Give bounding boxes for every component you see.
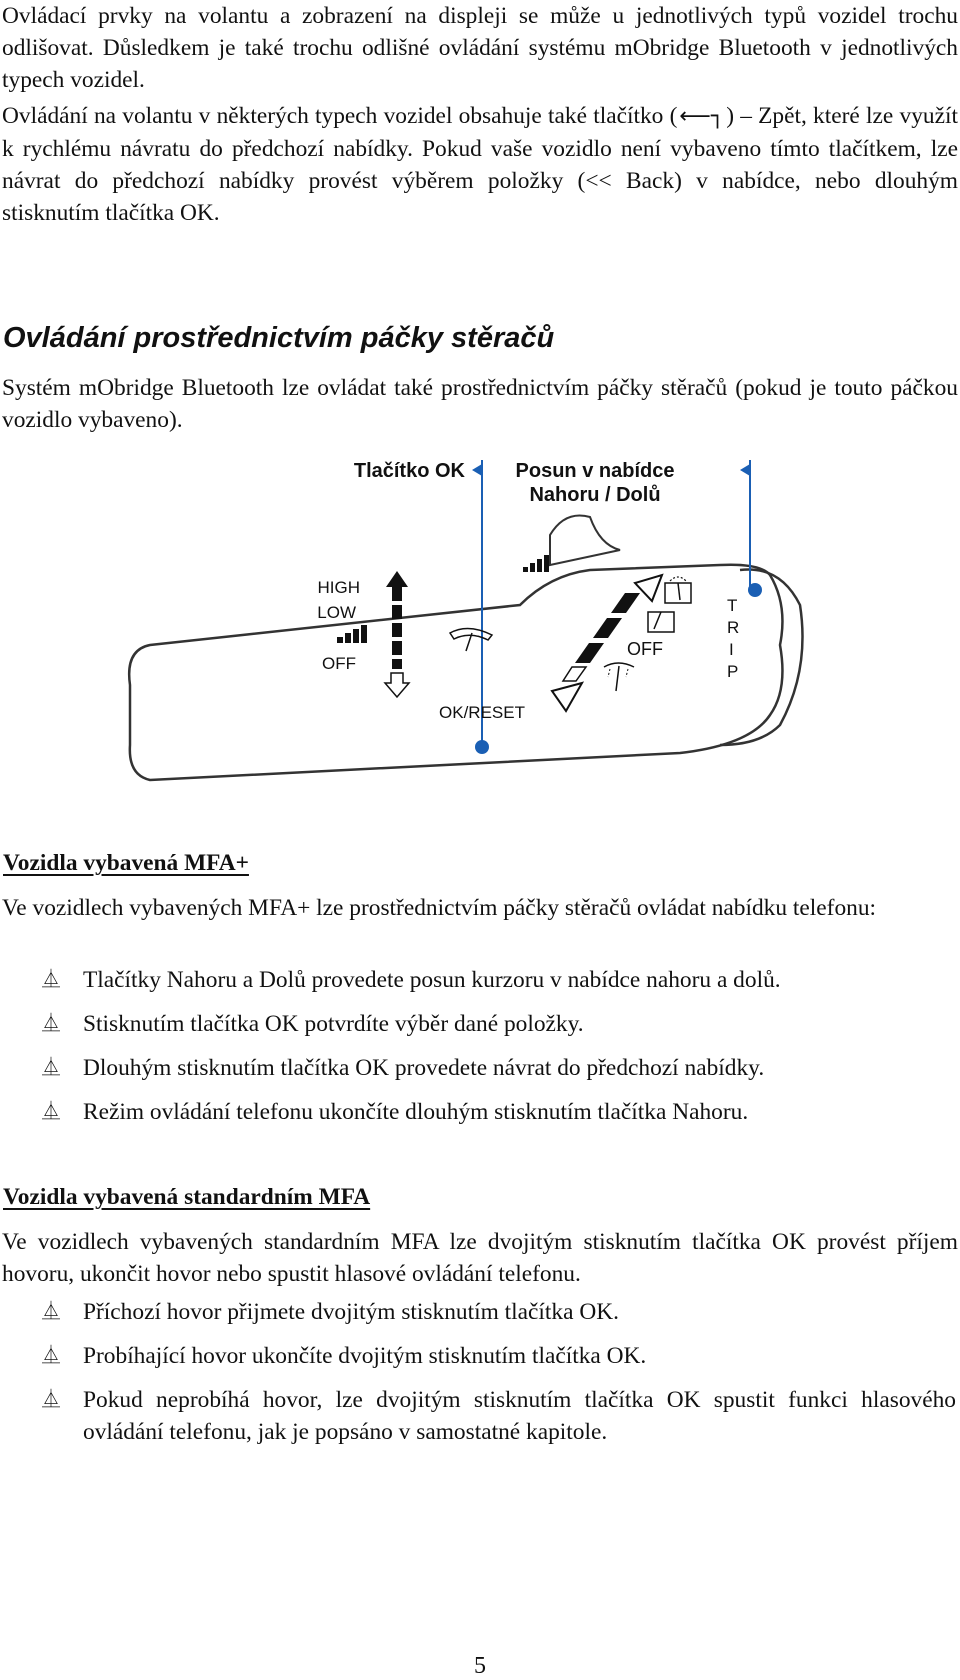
mfa-plus-heading: Vozidla vybavená MFA+ xyxy=(3,848,249,878)
list-item-text: Příchozí hovor přijmete dvojitým stisknu… xyxy=(83,1299,619,1325)
mfa-plus-text: Ve vozidlech vybavených MFA+ lze prostře… xyxy=(2,895,877,921)
intro-paragraph-1: Ovládací prvky na volantu a zobrazení na… xyxy=(2,3,958,93)
intro-paragraph-2: Ovládání na volantu v některých typech v… xyxy=(2,100,958,229)
rear-wiper-icon xyxy=(664,576,692,604)
wiper-section-text: Systém mObridge Bluetooth lze ovládat ta… xyxy=(2,375,958,433)
wiper-section-heading: Ovládání prostřednictvím páčky stěračů xyxy=(3,322,555,354)
label-trip-t: T xyxy=(727,596,737,615)
ok-label-pointer-icon xyxy=(472,464,482,476)
stalk-body xyxy=(127,563,784,782)
bullet-icon: ⏅ xyxy=(42,1101,60,1122)
mfa-std-bullet-list: ⏅ Příchozí hovor přijmete dvojitým stiskn… xyxy=(0,1296,960,1448)
bullet-icon: ⏅ xyxy=(42,1389,60,1410)
bullet-icon: ⏅ xyxy=(42,1301,60,1322)
label-low: LOW xyxy=(317,603,356,622)
vertical-arrow-icon xyxy=(383,571,411,699)
list-item: ⏅ Pokud neprobíhá hovor, lze dvojitým sti… xyxy=(0,1384,960,1448)
list-item-text: Probíhající hovor ukončíte dvojitým stis… xyxy=(83,1343,647,1369)
diagonal-arrow-icon xyxy=(550,573,664,713)
list-item-text: Tlačítky Nahoru a Dolů provedete posun k… xyxy=(83,967,781,993)
label-high: HIGH xyxy=(318,578,361,597)
speed-bars-icon xyxy=(523,555,549,572)
stalk-end xyxy=(719,568,804,747)
washer-icon xyxy=(603,662,635,692)
list-item: ⏅ Probíhající hovor ukončíte dvojitým sti… xyxy=(0,1340,960,1372)
nav-button-marker xyxy=(748,583,762,597)
label-ok: Tlačítko OK xyxy=(354,460,466,482)
rear-wiper-icon-2 xyxy=(647,611,675,633)
intro-paragraph-2-start: Ovládání na volantu v některých typech v… xyxy=(2,103,678,129)
label-trip-i: I xyxy=(729,640,734,659)
wiper-stalk-diagram: Tlačítko OK Posun v nabídce Nahoru / Dol… xyxy=(127,460,804,782)
mfa-std-heading-text: Vozidla vybavená standardním MFA xyxy=(3,1184,371,1210)
list-item-text: Dlouhým stisknutím tlačítka OK provedete… xyxy=(83,1055,765,1081)
back-arrow-icon: ⟵┐ xyxy=(679,104,725,129)
label-nav-line1: Posun v nabídce xyxy=(516,460,675,482)
label-trip-p: P xyxy=(727,662,738,681)
list-item: ⏅ Tlačítky Nahoru a Dolů provedete posun … xyxy=(0,964,960,996)
ok-button-marker xyxy=(475,740,489,754)
bullet-icon: ⏅ xyxy=(42,969,60,990)
bullet-icon: ⏅ xyxy=(42,1345,60,1366)
interval-bars-icon xyxy=(337,625,367,643)
label-nav-line2: Nahoru / Dolů xyxy=(529,484,660,506)
page-number: 5 xyxy=(474,1653,486,1679)
list-item-text: Stisknutím tlačítka OK potvrdíte výběr d… xyxy=(83,1011,584,1037)
mfa-std-heading: Vozidla vybavená standardním MFA xyxy=(3,1182,370,1212)
wiper-icon xyxy=(448,627,494,641)
label-off-right: OFF xyxy=(627,639,663,659)
list-item-text: Pokud neprobíhá hovor, lze dvojitým stis… xyxy=(83,1387,956,1445)
label-off-left: OFF xyxy=(322,654,356,673)
bullet-icon: ⏅ xyxy=(42,1057,60,1078)
label-trip-r: R xyxy=(727,618,739,637)
list-item: ⏅ Stisknutím tlačítka OK potvrdíte výběr … xyxy=(0,1008,960,1040)
mfa-std-text: Ve vozidlech vybavených standardním MFA … xyxy=(2,1229,958,1287)
nav-label-pointer-icon xyxy=(740,464,750,476)
label-ok-reset: OK/RESET xyxy=(439,703,525,722)
stalk-knob xyxy=(549,514,621,567)
list-item-text: Režim ovládání telefonu ukončíte dlouhým… xyxy=(83,1099,749,1125)
mfa-plus-heading-text: Vozidla vybavená MFA+ xyxy=(3,850,249,876)
list-item: ⏅ Dlouhým stisknutím tlačítka OK provedet… xyxy=(0,1052,960,1084)
list-item: ⏅ Příchozí hovor přijmete dvojitým stiskn… xyxy=(0,1296,960,1328)
mfa-plus-bullet-list: ⏅ Tlačítky Nahoru a Dolů provedete posun … xyxy=(0,964,960,1128)
intro-paragraph-2-end: ) – Zpět, které lze využít k rychlému ná… xyxy=(2,103,958,226)
list-item: ⏅ Režim ovládání telefonu ukončíte dlouhý… xyxy=(0,1096,960,1128)
bullet-icon: ⏅ xyxy=(42,1013,60,1034)
